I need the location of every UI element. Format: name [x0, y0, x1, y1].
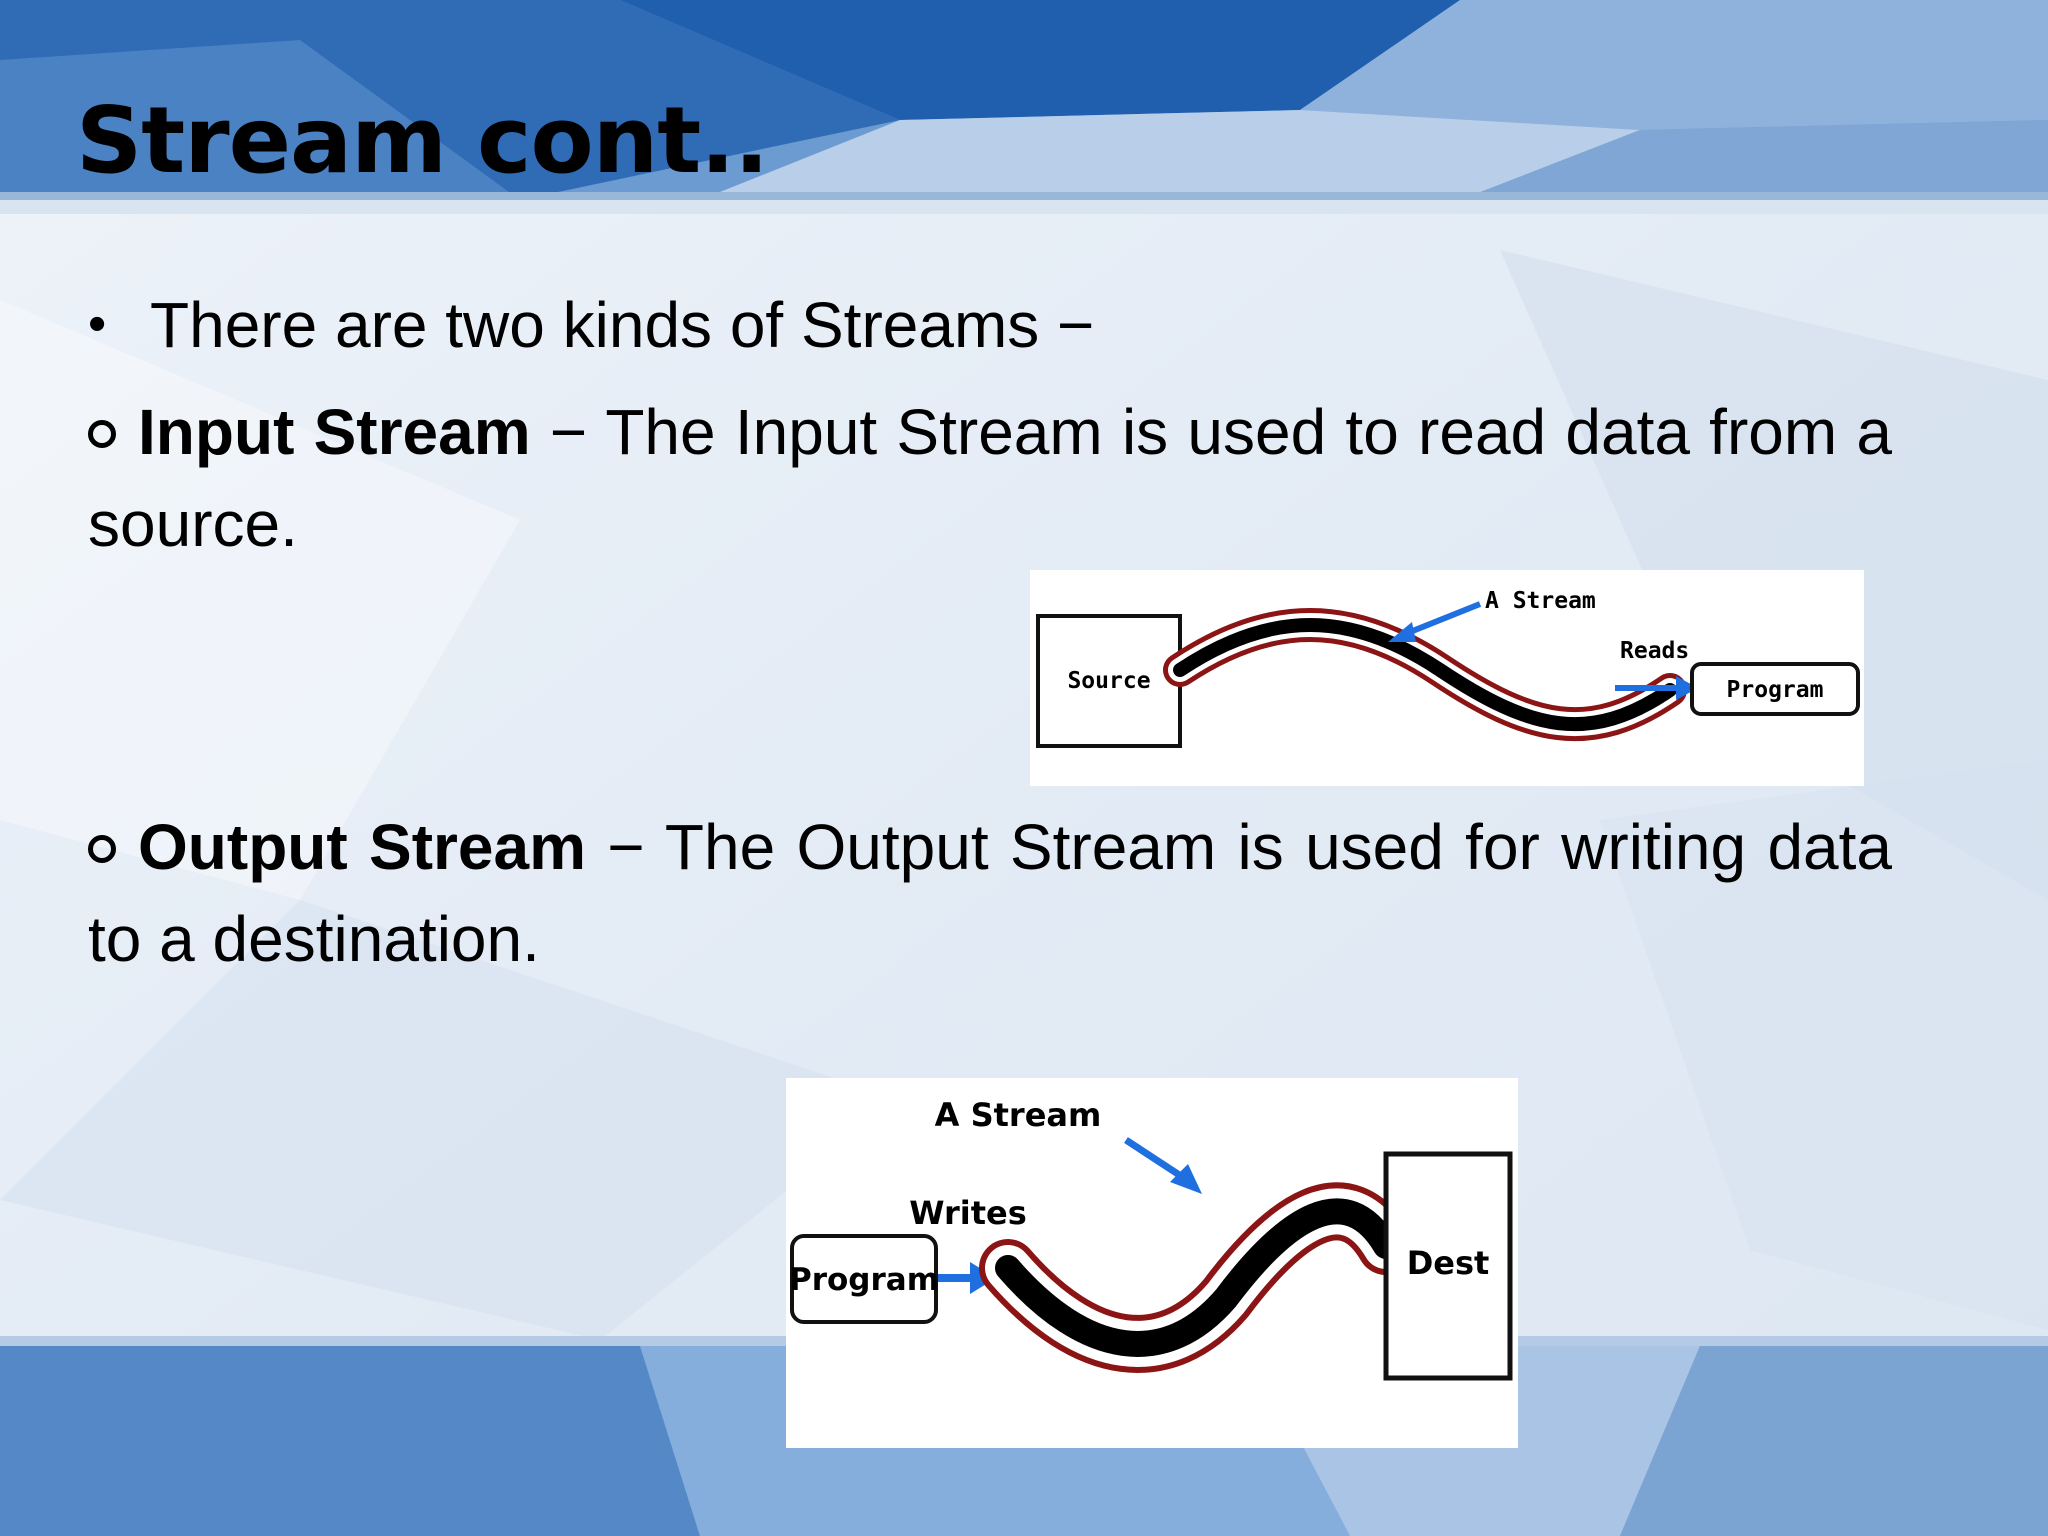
stream-label: A Stream [935, 1096, 1102, 1134]
hollow-circle-bullet-icon [88, 420, 116, 448]
output-stream-diagram: A Stream Writes Program Dest [786, 1078, 1518, 1448]
output-stream-term: Output Stream [138, 811, 587, 883]
stream-core [995, 1198, 1399, 1357]
arrowhead-icon [1388, 622, 1416, 642]
dest-box [1383, 1151, 1513, 1381]
stream-pointer-arrow [1124, 1137, 1186, 1181]
reads-label: Reads [1620, 638, 1689, 664]
program-box [1690, 662, 1860, 716]
program-label: Program [1727, 677, 1824, 703]
dest-label: Dest [1407, 1244, 1490, 1282]
intro-bullet: • There are two kinds of Streams − [88, 285, 1094, 364]
input-stream-description: − The Input Stream is used to read data … [88, 396, 1893, 560]
program-box [790, 1234, 938, 1324]
stream-core [1173, 618, 1677, 732]
hollow-circle-bullet-icon [88, 835, 116, 863]
program-label: Program [789, 1262, 939, 1298]
writes-label: Writes [909, 1194, 1027, 1232]
arrowhead-icon [1170, 1164, 1202, 1194]
intro-bullet-text: There are two kinds of Streams − [150, 289, 1095, 361]
arrowhead-icon [1676, 676, 1698, 700]
input-stream-diagram: Source A Stream Reads Program [1030, 570, 1864, 786]
slide-title: Stream cont.. [76, 87, 769, 194]
source-label: Source [1067, 668, 1150, 694]
stream-label: A Stream [1485, 588, 1596, 614]
output-stream-description: − The Output Stream is used for writing … [88, 811, 1893, 975]
input-stream-term: Input Stream [138, 396, 531, 468]
input-stream-paragraph: Input Stream − The Input Stream is used … [88, 386, 1892, 570]
bullet-dot-icon: • [88, 295, 107, 353]
output-stream-paragraph: Output Stream − The Output Stream is use… [88, 801, 1892, 985]
source-box [1036, 614, 1182, 748]
